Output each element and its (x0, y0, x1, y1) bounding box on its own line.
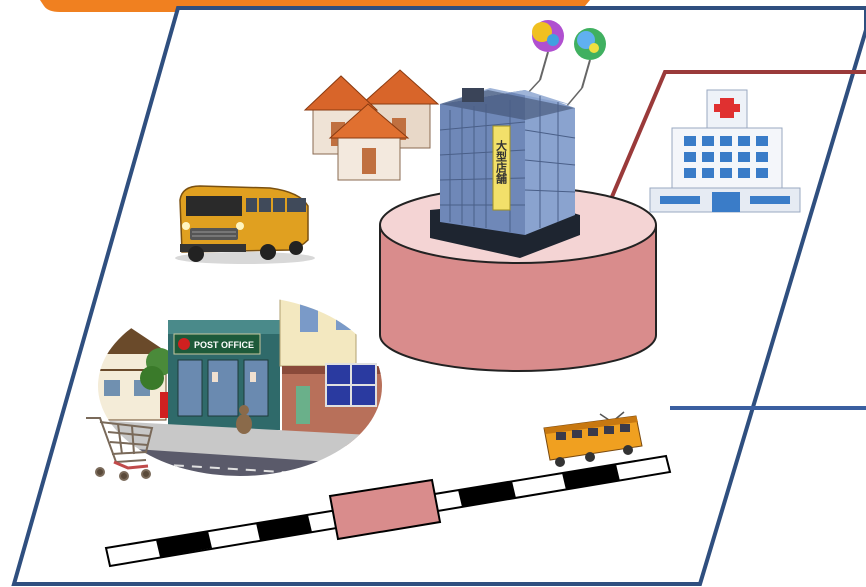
office-building-icon: 大型店舗 (430, 88, 580, 258)
school-bus-icon (175, 186, 315, 264)
post-office-sign: POST OFFICE (194, 340, 254, 350)
building-sign: 大型店舗 (495, 139, 509, 185)
